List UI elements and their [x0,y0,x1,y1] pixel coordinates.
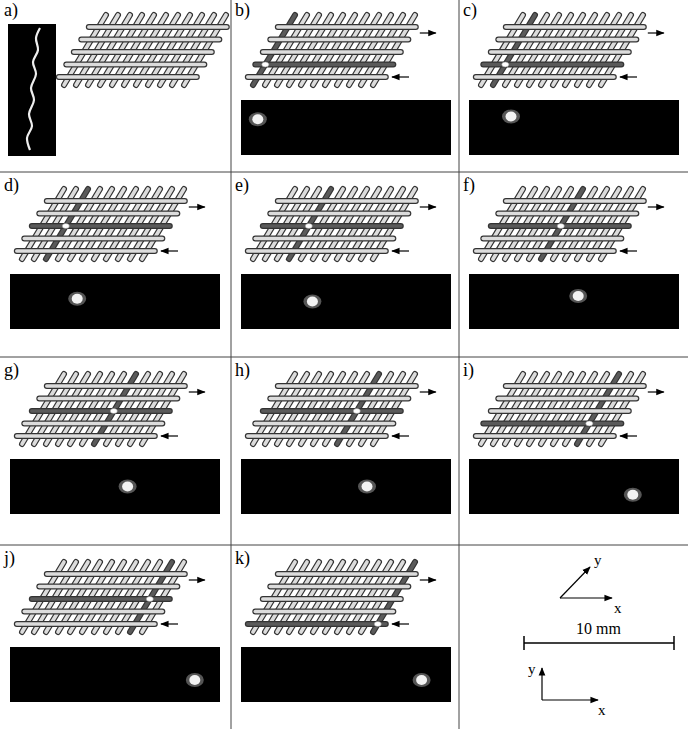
electrode-grid [476,189,664,259]
electrode-grid [248,15,436,85]
discharge-image [8,24,56,156]
panel-label: c) [463,1,477,21]
axis-label: x [598,702,606,719]
panel-label: e) [235,176,249,196]
electrode-grid [476,15,664,85]
panel-label: d) [4,176,19,196]
scale-label: 10 mm [576,620,621,638]
camera-image [469,459,679,514]
axis-label: y [594,552,602,569]
camera-image [241,100,451,155]
panel-label: g) [4,361,19,381]
camera-image [10,647,220,702]
panel-label: f) [463,176,475,196]
electrode-grid [17,562,205,632]
panel-label: j) [4,549,15,569]
electrode-grid [17,189,205,259]
panel-label: a) [4,1,18,21]
axes-legend [524,567,674,700]
panel-label: h) [235,361,250,381]
camera-image [469,274,679,329]
electrode-grid [17,374,205,444]
axis-label: x [614,600,622,617]
camera-image [241,274,451,329]
electrode-grid [476,374,664,444]
camera-image [10,274,220,329]
camera-image [10,459,220,514]
electrode-grid [248,374,436,444]
electrode-grid [248,562,436,632]
axis-label: y [528,661,536,678]
panel-label: b) [235,1,250,21]
panel-label: i) [463,361,474,381]
camera-image [469,100,679,155]
panel-label: k) [235,549,250,569]
camera-image [241,459,451,514]
electrode-grid [248,189,436,259]
camera-image [241,647,451,702]
electrode-grid [59,15,227,85]
